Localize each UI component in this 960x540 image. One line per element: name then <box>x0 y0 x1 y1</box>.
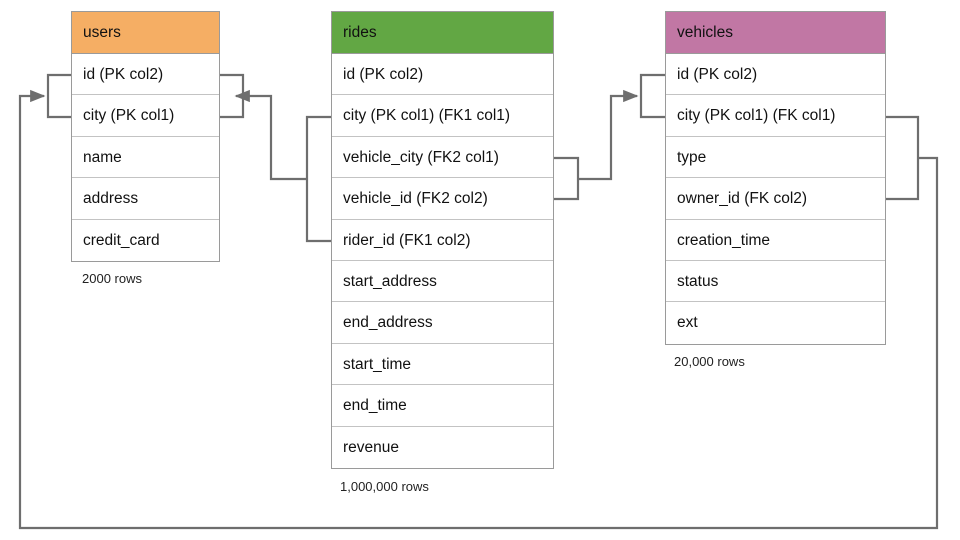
entity-rides-title: rides <box>332 12 553 54</box>
field-rides-vehicle-city[interactable]: vehicle_city (FK2 col1) <box>332 137 553 179</box>
rides-right-bracket-fk2 <box>554 156 580 201</box>
fk1-connector-rides-users <box>234 89 307 181</box>
field-rides-end-time[interactable]: end_time <box>332 385 553 427</box>
users-left-bracket <box>46 73 71 119</box>
field-vehicles-city[interactable]: city (PK col1) (FK col1) <box>666 95 885 137</box>
field-users-credit-card[interactable]: credit_card <box>83 231 160 249</box>
field-rides-end-address[interactable]: end_address <box>332 302 553 344</box>
field-rides-revenue[interactable]: revenue <box>343 438 400 456</box>
field-rides-vehicle-id[interactable]: vehicle_id (FK2 col2) <box>332 178 553 220</box>
field-rides-start-time[interactable]: start_time <box>332 344 553 386</box>
field-rides-id[interactable]: id (PK col2) <box>332 54 553 96</box>
field-users-address[interactable]: address <box>72 178 219 220</box>
rides-row-count: 1,000,000 rows <box>340 479 429 494</box>
field-rides-start-address[interactable]: start_address <box>332 261 553 303</box>
entity-users-title: users <box>72 12 219 54</box>
field-vehicles-ext[interactable]: ext <box>677 314 698 332</box>
field-vehicles-owner-id[interactable]: owner_id (FK col2) <box>666 178 885 220</box>
field-rides-city[interactable]: city (PK col1) (FK1 col1) <box>332 95 553 137</box>
field-rides-rider-id[interactable]: rider_id (FK1 col2) <box>332 220 553 261</box>
entity-rides[interactable]: rides id (PK col2) city (PK col1) (FK1 c… <box>331 11 554 469</box>
rides-left-bracket-fk1 <box>305 115 331 243</box>
entity-users[interactable]: users id (PK col2) city (PK col1) name a… <box>71 11 220 262</box>
vehicles-right-bracket <box>886 115 920 201</box>
entity-vehicles[interactable]: vehicles id (PK col2) city (PK col1) (FK… <box>665 11 886 345</box>
users-row-count: 2000 rows <box>82 271 142 286</box>
fk2-connector-rides-vehicles <box>578 89 639 181</box>
field-users-city[interactable]: city (PK col1) <box>72 95 219 137</box>
users-right-bracket <box>220 73 245 119</box>
field-users-id[interactable]: id (PK col2) <box>72 54 219 96</box>
field-vehicles-creation-time[interactable]: creation_time <box>666 220 885 261</box>
field-vehicles-id[interactable]: id (PK col2) <box>666 54 885 96</box>
field-vehicles-type[interactable]: type <box>666 137 885 179</box>
vehicles-row-count: 20,000 rows <box>674 354 745 369</box>
entity-vehicles-title: vehicles <box>666 12 885 54</box>
field-users-name[interactable]: name <box>72 137 219 179</box>
vehicles-left-bracket <box>639 73 665 119</box>
field-vehicles-status[interactable]: status <box>666 261 885 303</box>
